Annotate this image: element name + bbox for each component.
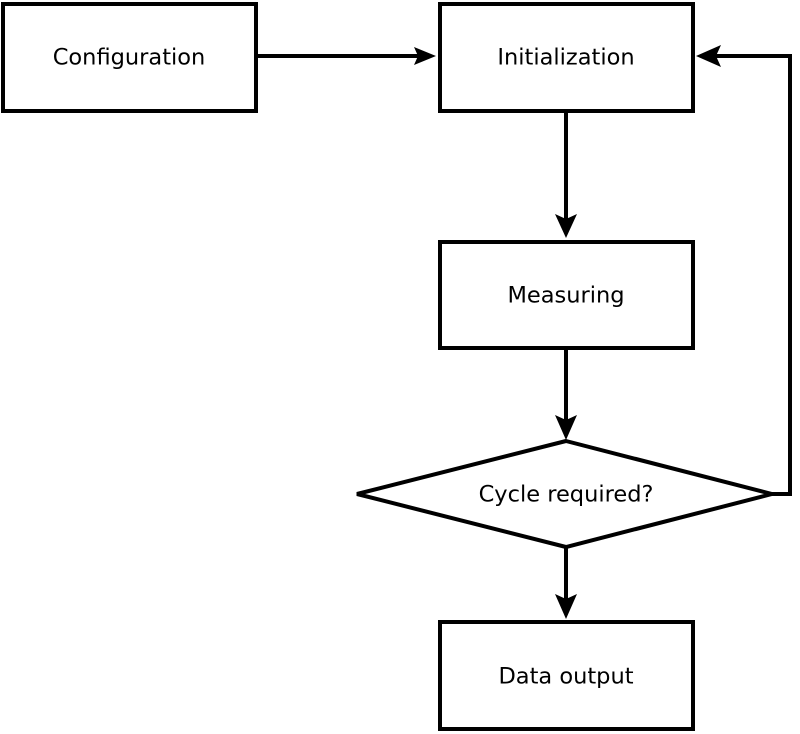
edge-cycle-required-to-initialization-feedback	[696, 45, 792, 496]
edge-initialization-to-measuring	[555, 113, 577, 238]
arrow-head-into-cycle-top	[555, 415, 577, 440]
arrow-head-into-initialization-right	[696, 45, 721, 67]
initialization-box[interactable]	[438, 2, 695, 113]
configuration-box[interactable]	[1, 2, 258, 113]
node-cycle-required[interactable]: Cycle required?	[356, 438, 773, 550]
edge-measuring-to-cycle-required	[555, 350, 577, 440]
edge-line-feedback-loop	[711, 54, 792, 496]
edge-cycle-required-to-data-output	[555, 547, 577, 619]
initialization-label: Initialization	[497, 45, 634, 71]
arrow-head-into-measuring-top	[555, 214, 577, 238]
measuring-label: Measuring	[507, 283, 624, 309]
arrow-head-into-data-output-top	[555, 594, 577, 619]
cycle-required-diamond[interactable]	[356, 438, 773, 550]
node-measuring[interactable]: Measuring	[438, 240, 695, 350]
node-data-output[interactable]: Data output	[438, 620, 695, 731]
cycle-required-label: Cycle required?	[479, 482, 654, 508]
node-configuration[interactable]: Configuration	[1, 2, 258, 113]
node-initialization[interactable]: Initialization	[438, 2, 695, 113]
data-output-box[interactable]	[438, 620, 695, 731]
data-output-label: Data output	[498, 664, 633, 690]
arrow-head-into-initialization-left	[414, 47, 436, 65]
measuring-box[interactable]	[438, 240, 695, 350]
edge-configuration-to-initialization	[258, 47, 436, 65]
configuration-label: Configuration	[53, 45, 206, 71]
